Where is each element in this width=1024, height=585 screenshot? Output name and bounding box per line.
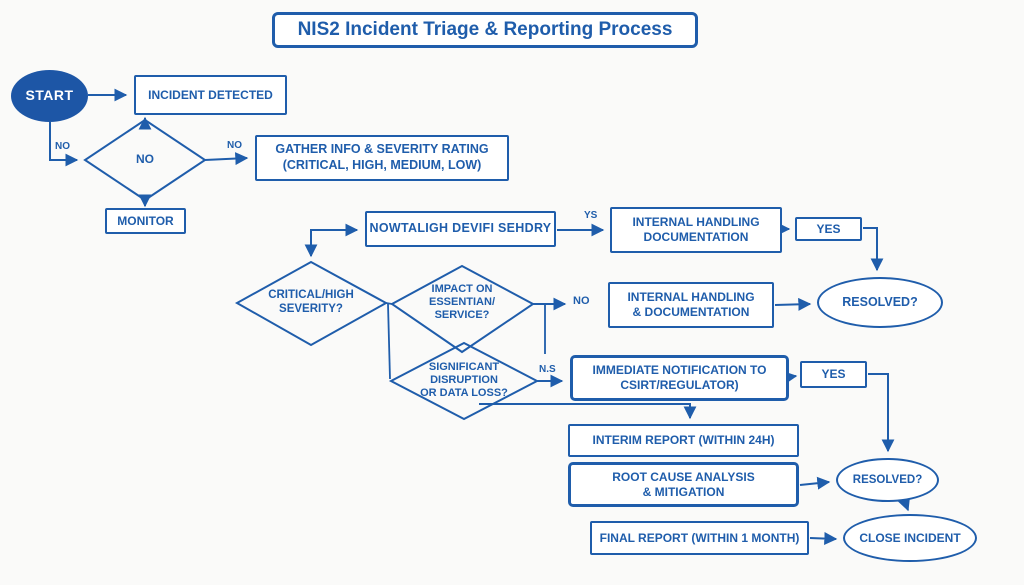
notify-severity-box: NOWTALIGH DEVIFI SEHDRY xyxy=(365,211,556,247)
significant-disruption-diamond xyxy=(388,341,540,421)
gather-info-box: GATHER INFO & SEVERITY RATING (CRITICAL,… xyxy=(255,135,509,181)
internal-handling-and-documentation-box: INTERNAL HANDLING & DOCUMENTATION xyxy=(608,282,774,328)
edge-disruption-to-interim xyxy=(479,403,697,420)
edge-final-to-close xyxy=(809,532,838,546)
root-cause-box: ROOT CAUSE ANALYSIS & MITIGATION xyxy=(568,462,799,507)
interim-report-box: INTERIM REPORT (WITHIN 24H) xyxy=(568,424,799,457)
impact-essential-service-label: IMPACT ON ESSENTIAN/ SERVICE? xyxy=(428,283,495,321)
edge-label-impact-no: NO xyxy=(573,295,590,307)
edge-start-to-no-decision xyxy=(49,122,79,167)
yes-top-box: YES xyxy=(795,217,862,241)
edge-junction-to-disruption xyxy=(387,303,391,380)
resolved-bottom-ellipse: RESOLVED? xyxy=(836,458,939,502)
incident-detected-box: INCIDENT DETECTED xyxy=(134,75,287,115)
edge-internal2-to-resolved-top xyxy=(774,297,812,311)
resolved-top-ellipse: RESOLVED? xyxy=(817,277,943,328)
no-decision-label: NO xyxy=(136,152,154,166)
final-report-box: FINAL REPORT (WITHIN 1 MONTH) xyxy=(590,521,809,555)
internal-handling-documentation-box: INTERNAL HANDLING DOCUMENTATION xyxy=(610,207,782,253)
significant-disruption-label: SIGNIFICANT DISRUPTION OR DATA LOSS? xyxy=(420,361,508,399)
critical-high-severity-diamond xyxy=(234,260,389,347)
start-node: START xyxy=(11,70,88,122)
edge-elbow-to-critical-diamond xyxy=(304,229,357,258)
immediate-notification-box: IMMEDIATE NOTIFICATION TO CSIRT/REGULATO… xyxy=(570,355,789,401)
edge-label-start-no: NO xyxy=(55,141,70,152)
edge-yes-middle-to-resolved-bottom xyxy=(868,373,895,453)
edge-no-decision-to-gather xyxy=(204,152,249,166)
impact-essential-service-diamond xyxy=(390,264,535,354)
edge-label-ys: YS xyxy=(584,210,598,221)
edge-label-decision-no: NO xyxy=(227,140,242,151)
edge-label-disruption-ns: N.S xyxy=(539,364,556,375)
yes-middle-box: YES xyxy=(800,361,867,388)
edge-immediate-to-yes-middle xyxy=(783,371,798,385)
close-incident-ellipse: CLOSE INCIDENT xyxy=(843,514,977,562)
edge-resolved-to-close xyxy=(897,496,910,512)
edge-rootcause-to-resolved-bottom xyxy=(799,476,831,490)
critical-high-severity-label: CRITICAL/HIGH SEVERITY? xyxy=(268,289,354,315)
edge-critical-to-impact xyxy=(385,302,393,305)
monitor-box: MONITOR xyxy=(105,208,186,234)
diagram-title: NIS2 Incident Triage & Reporting Process xyxy=(272,12,698,48)
edge-yes-top-to-resolved-top xyxy=(863,227,884,272)
